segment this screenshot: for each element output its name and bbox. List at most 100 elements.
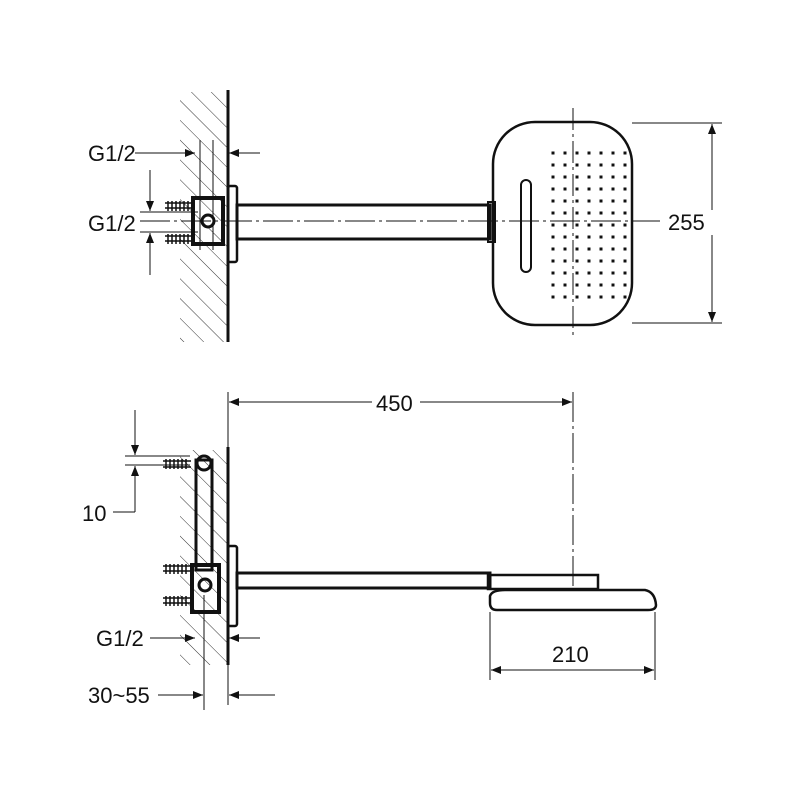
nozzle-dot bbox=[599, 223, 603, 227]
nozzle-dot bbox=[563, 247, 567, 251]
mounting-screws-side bbox=[163, 459, 191, 606]
nozzle-dot bbox=[623, 151, 627, 155]
side-view: 450 10 G1/2 30~55 210 bbox=[82, 391, 658, 710]
nozzle-dot bbox=[575, 223, 579, 227]
nozzle-dot bbox=[623, 175, 627, 179]
nozzle-dot bbox=[551, 235, 555, 239]
nozzle-dot bbox=[623, 295, 627, 299]
nozzle-dot bbox=[587, 199, 591, 203]
dim-g12-lower: G1/2 bbox=[88, 211, 136, 236]
dim-g12-upper: G1/2 bbox=[88, 141, 136, 166]
nozzle-dot bbox=[587, 163, 591, 167]
nozzle-dot bbox=[599, 271, 603, 275]
nozzle-dot bbox=[611, 211, 615, 215]
nozzle-dot bbox=[563, 199, 567, 203]
riser-cap bbox=[195, 454, 213, 472]
nozzle-dot bbox=[563, 175, 567, 179]
nozzle-dot bbox=[551, 211, 555, 215]
nozzle-dot bbox=[611, 223, 615, 227]
nozzle-dot bbox=[551, 187, 555, 191]
top-view: G1/2 G1/2 255 bbox=[88, 90, 722, 342]
nozzle-dot bbox=[563, 283, 567, 287]
dim-length-450: 450 bbox=[376, 391, 413, 416]
nozzle-dot bbox=[575, 175, 579, 179]
nozzle-dot bbox=[599, 187, 603, 191]
nozzle-grid bbox=[551, 151, 627, 299]
nozzle-dot bbox=[623, 283, 627, 287]
shower-arm bbox=[235, 203, 492, 241]
nozzle-dot bbox=[611, 199, 615, 203]
nozzle-dot bbox=[575, 247, 579, 251]
nozzle-dot bbox=[599, 175, 603, 179]
nozzle-dot bbox=[575, 187, 579, 191]
nozzle-dot bbox=[611, 259, 615, 263]
nozzle-dot bbox=[587, 175, 591, 179]
nozzle-dot bbox=[575, 271, 579, 275]
nozzle-dot bbox=[611, 295, 615, 299]
nozzle-dot bbox=[563, 235, 567, 239]
nozzle-dot bbox=[599, 259, 603, 263]
nozzle-dot bbox=[587, 151, 591, 155]
nozzle-dot bbox=[623, 211, 627, 215]
nozzle-dot bbox=[599, 199, 603, 203]
nozzle-dot bbox=[551, 223, 555, 227]
nozzle-dot bbox=[623, 259, 627, 263]
nozzle-dot bbox=[587, 247, 591, 251]
nozzle-dot bbox=[575, 235, 579, 239]
nozzle-dot bbox=[563, 187, 567, 191]
nozzle-dot bbox=[587, 295, 591, 299]
nozzle-dot bbox=[563, 223, 567, 227]
nozzle-dot bbox=[587, 223, 591, 227]
nozzle-dot bbox=[611, 187, 615, 191]
nozzle-dot bbox=[599, 211, 603, 215]
nozzle-dot bbox=[599, 295, 603, 299]
nozzle-dot bbox=[599, 283, 603, 287]
nozzle-dot bbox=[551, 175, 555, 179]
nozzle-dot bbox=[599, 235, 603, 239]
nozzle-dot bbox=[563, 295, 567, 299]
nozzle-dot bbox=[623, 163, 627, 167]
nozzle-dot bbox=[563, 211, 567, 215]
shower-head-front bbox=[491, 120, 634, 327]
valve-body-side bbox=[190, 563, 221, 614]
nozzle-dot bbox=[551, 151, 555, 155]
shower-head-side bbox=[488, 588, 658, 612]
nozzle-dot bbox=[587, 211, 591, 215]
valve-port-side bbox=[197, 577, 213, 593]
waterfall-slot bbox=[520, 179, 532, 273]
nozzle-dot bbox=[587, 235, 591, 239]
mounting-screws bbox=[165, 201, 193, 244]
nozzle-dot bbox=[587, 259, 591, 263]
nozzle-dot bbox=[551, 247, 555, 251]
nozzle-dot bbox=[599, 247, 603, 251]
nozzle-dot bbox=[611, 271, 615, 275]
nozzle-dot bbox=[611, 175, 615, 179]
nozzle-dot bbox=[575, 163, 579, 167]
nozzle-dot bbox=[611, 163, 615, 167]
shower-arm-side bbox=[235, 571, 492, 590]
head-arm-side bbox=[486, 573, 600, 591]
nozzle-dot bbox=[611, 283, 615, 287]
nozzle-dot bbox=[611, 247, 615, 251]
nozzle-dot bbox=[599, 151, 603, 155]
nozzle-dot bbox=[575, 295, 579, 299]
nozzle-dot bbox=[551, 295, 555, 299]
nozzle-dot bbox=[563, 271, 567, 275]
nozzle-dot bbox=[563, 259, 567, 263]
nozzle-dot bbox=[623, 271, 627, 275]
nozzle-dot bbox=[575, 151, 579, 155]
dim-head-width-210: 210 bbox=[552, 642, 589, 667]
dim-height-255: 255 bbox=[668, 210, 705, 235]
nozzle-dot bbox=[623, 223, 627, 227]
nozzle-dot bbox=[611, 151, 615, 155]
nozzle-dot bbox=[575, 283, 579, 287]
dim-g12-side: G1/2 bbox=[96, 626, 144, 651]
nozzle-dot bbox=[623, 235, 627, 239]
dim-depth-30-55: 30~55 bbox=[88, 683, 150, 708]
nozzle-dot bbox=[623, 199, 627, 203]
head-neck bbox=[487, 201, 496, 243]
nozzle-dot bbox=[611, 235, 615, 239]
nozzle-dot bbox=[599, 163, 603, 167]
nozzle-dot bbox=[551, 163, 555, 167]
